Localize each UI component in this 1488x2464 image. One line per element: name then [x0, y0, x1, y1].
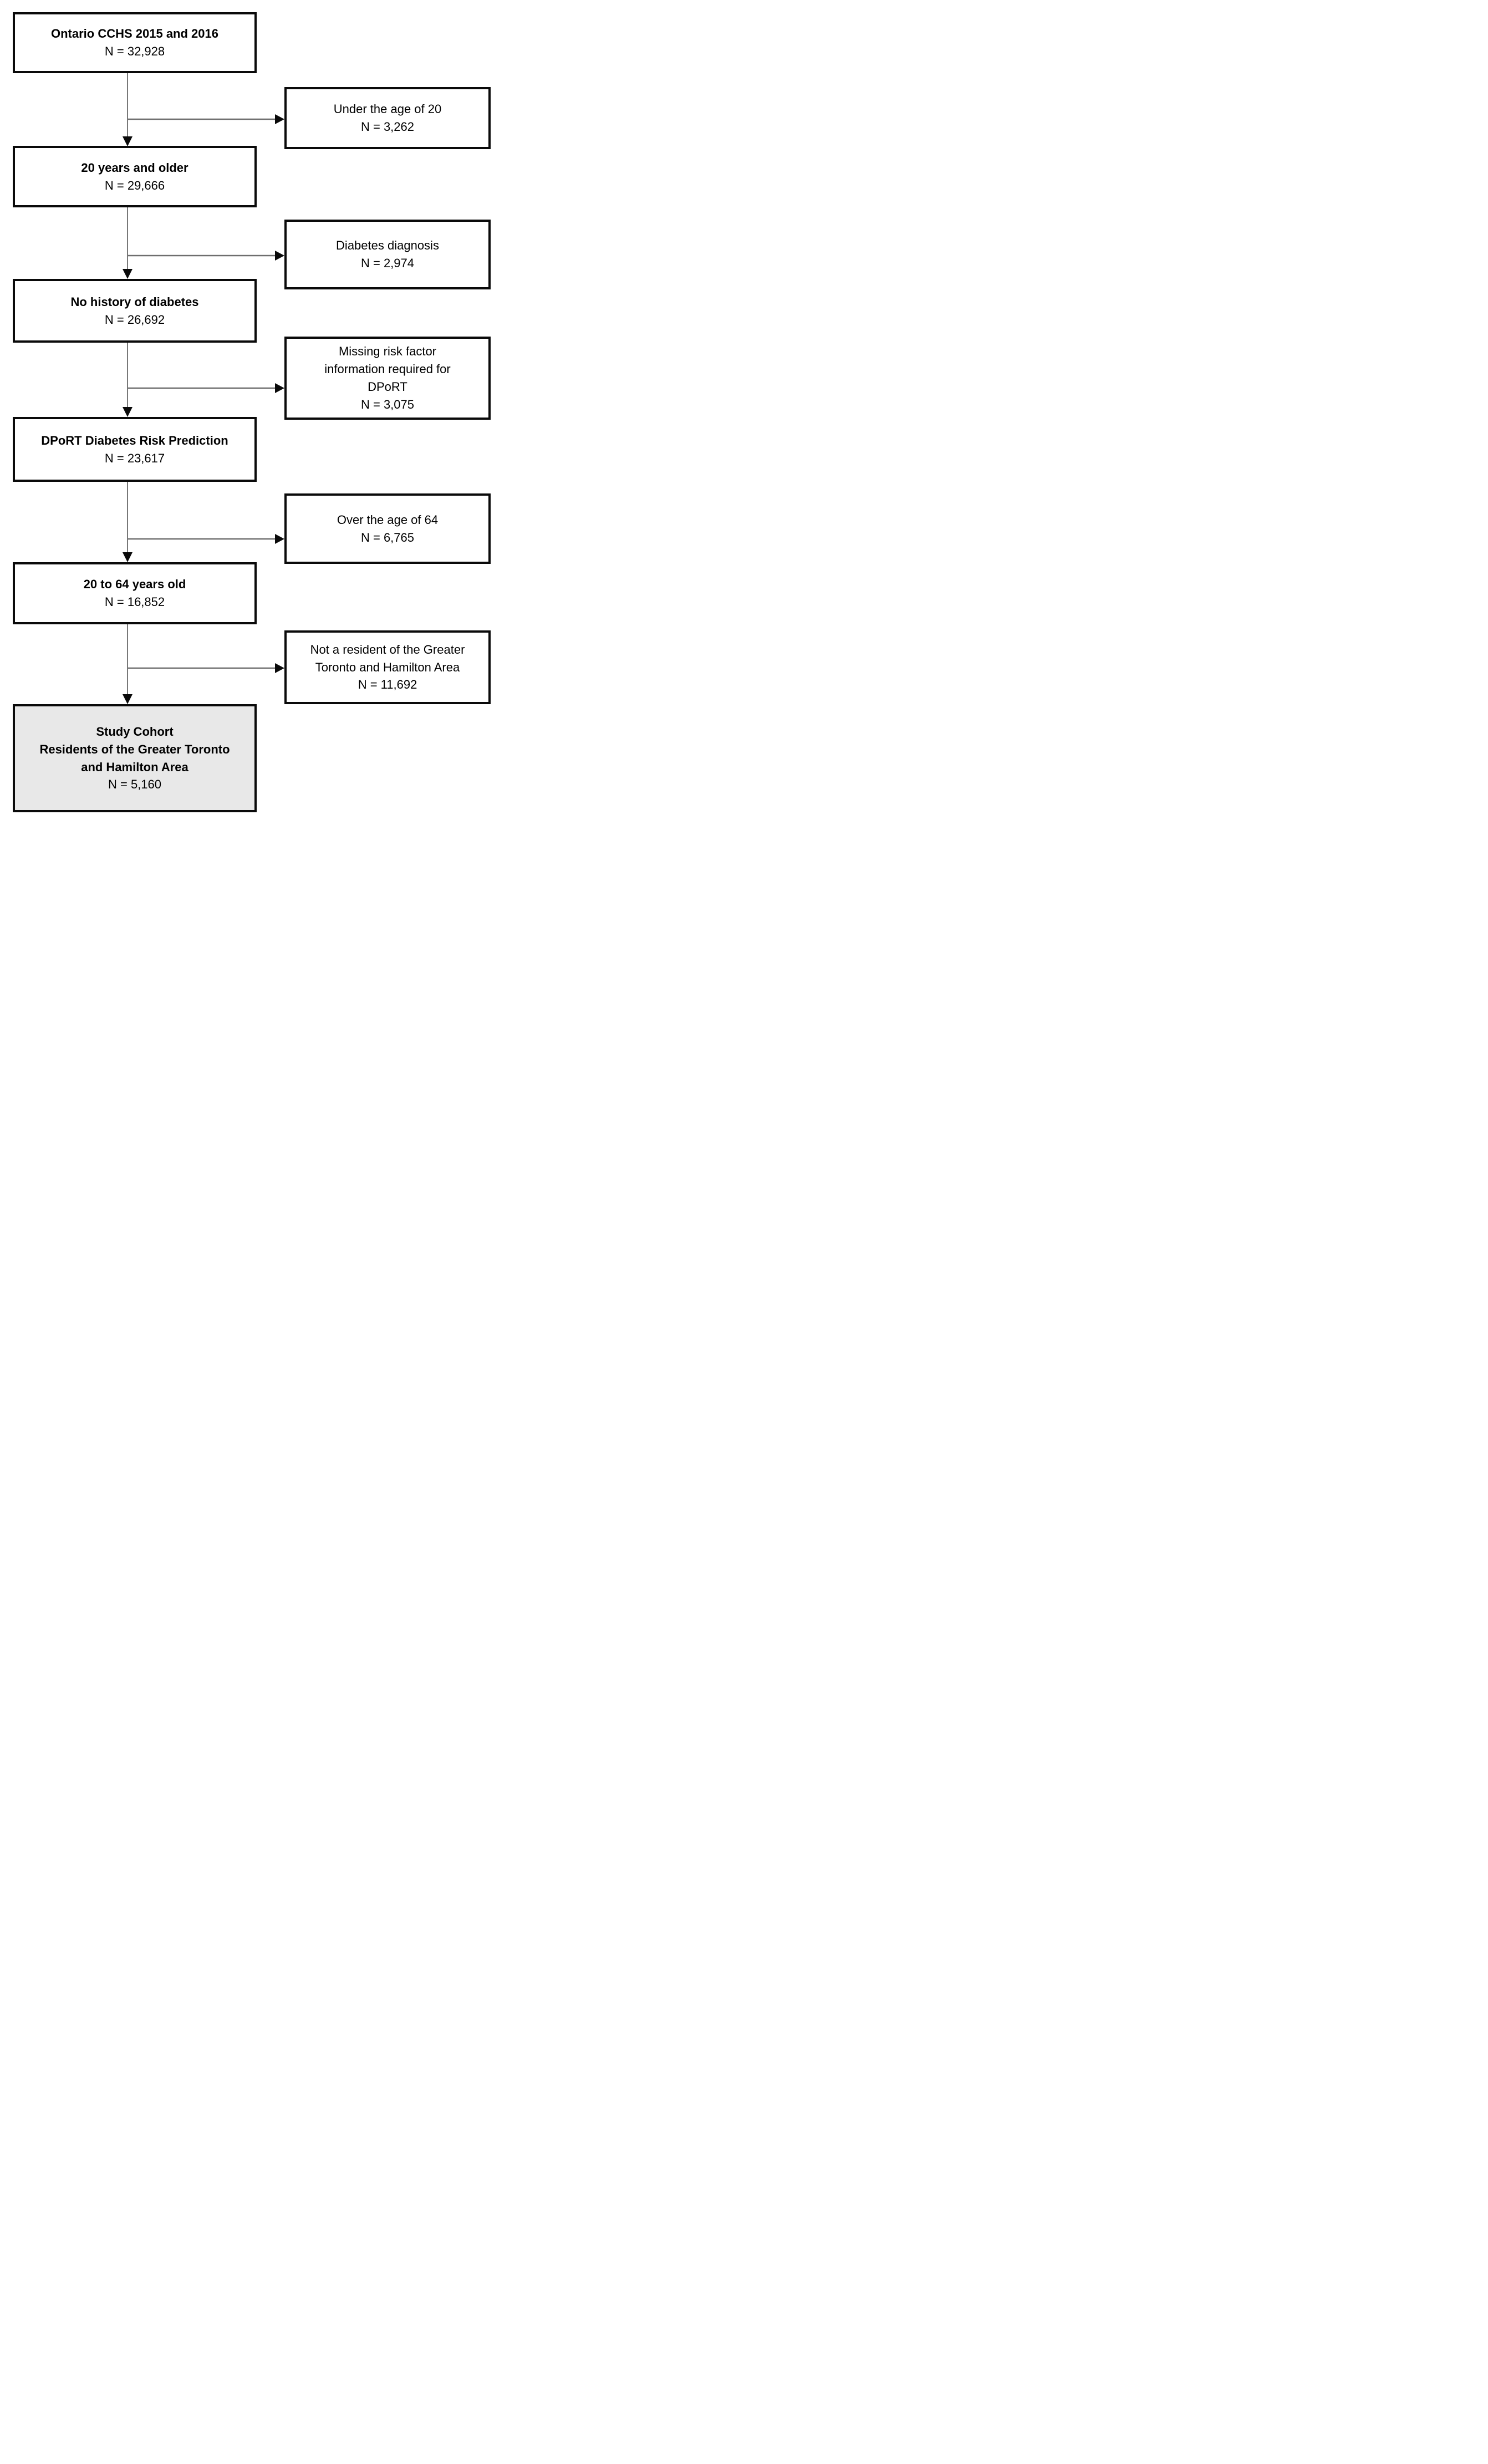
exclusion-box-not-gtha-resident: Not a resident of the Greater Toronto an…	[284, 630, 491, 704]
exclusion-box-count: N = 11,692	[358, 678, 417, 692]
exclusion-box-title: Missing risk factor information required…	[324, 344, 451, 394]
down-arrowhead-icon	[123, 407, 133, 417]
exclusion-box-count: N = 3,262	[360, 120, 414, 134]
exclusion-box-title: Under the age of 20	[333, 102, 442, 116]
right-arrowhead-icon	[275, 663, 284, 673]
down-arrowhead-icon	[123, 269, 133, 279]
flow-box-title: No history of diabetes	[70, 294, 199, 309]
connector-5	[123, 624, 284, 704]
right-arrowhead-icon	[275, 383, 284, 393]
connector-2	[123, 207, 284, 279]
right-arrowhead-icon	[275, 534, 284, 544]
flow-diagram-canvas: Ontario CCHS 2015 and 2016 N = 32,928 Un…	[0, 0, 496, 822]
flow-box-title: 20 to 64 years old	[83, 577, 186, 592]
flow-box-count: N = 26,692	[104, 312, 165, 327]
flow-box-title: DPoRT Diabetes Risk Prediction	[41, 433, 228, 447]
connector-3	[123, 343, 284, 417]
flow-box-ontario-cchs: Ontario CCHS 2015 and 2016 N = 32,928	[13, 12, 257, 73]
flow-box-title: Ontario CCHS 2015 and 2016	[50, 27, 218, 41]
down-arrowhead-icon	[123, 136, 133, 146]
flow-box-title: Study Cohort Residents of the Greater To…	[39, 724, 230, 774]
right-arrowhead-icon	[275, 251, 284, 261]
exclusion-box-over-64: Over the age of 64 N = 6,765	[284, 493, 491, 564]
flow-box-study-cohort: Study Cohort Residents of the Greater To…	[13, 704, 257, 812]
exclusion-box-count: N = 2,974	[360, 256, 414, 270]
flow-box-title: 20 years and older	[81, 160, 188, 175]
flow-box-count: N = 16,852	[104, 595, 165, 609]
connector-1	[123, 73, 284, 146]
flow-box-count: N = 5,160	[108, 777, 161, 792]
right-arrowhead-icon	[275, 114, 284, 124]
exclusion-box-title: Over the age of 64	[337, 512, 439, 527]
exclusion-box-missing-risk-factor: Missing risk factor information required…	[284, 337, 491, 420]
flow-box-count: N = 32,928	[104, 44, 165, 58]
flow-box-age-20-64: 20 to 64 years old N = 16,852	[13, 562, 257, 624]
flow-box-count: N = 29,666	[104, 178, 165, 192]
down-arrowhead-icon	[123, 694, 133, 704]
exclusion-box-count: N = 3,075	[360, 397, 414, 411]
connector-layer	[123, 73, 284, 704]
flow-box-age-20-older: 20 years and older N = 29,666	[13, 146, 257, 207]
down-arrowhead-icon	[123, 552, 133, 562]
flow-box-dport-prediction: DPoRT Diabetes Risk Prediction N = 23,61…	[13, 417, 257, 482]
exclusion-box-title: Diabetes diagnosis	[336, 238, 439, 253]
exclusion-box-under-20: Under the age of 20 N = 3,262	[284, 87, 491, 149]
connector-4	[123, 482, 284, 562]
flow-box-count: N = 23,617	[104, 451, 165, 465]
exclusion-box-diabetes-diagnosis: Diabetes diagnosis N = 2,974	[284, 220, 491, 289]
exclusion-box-count: N = 6,765	[360, 530, 414, 544]
flow-box-no-diabetes-history: No history of diabetes N = 26,692	[13, 279, 257, 343]
exclusion-box-title: Not a resident of the Greater Toronto an…	[310, 642, 465, 674]
